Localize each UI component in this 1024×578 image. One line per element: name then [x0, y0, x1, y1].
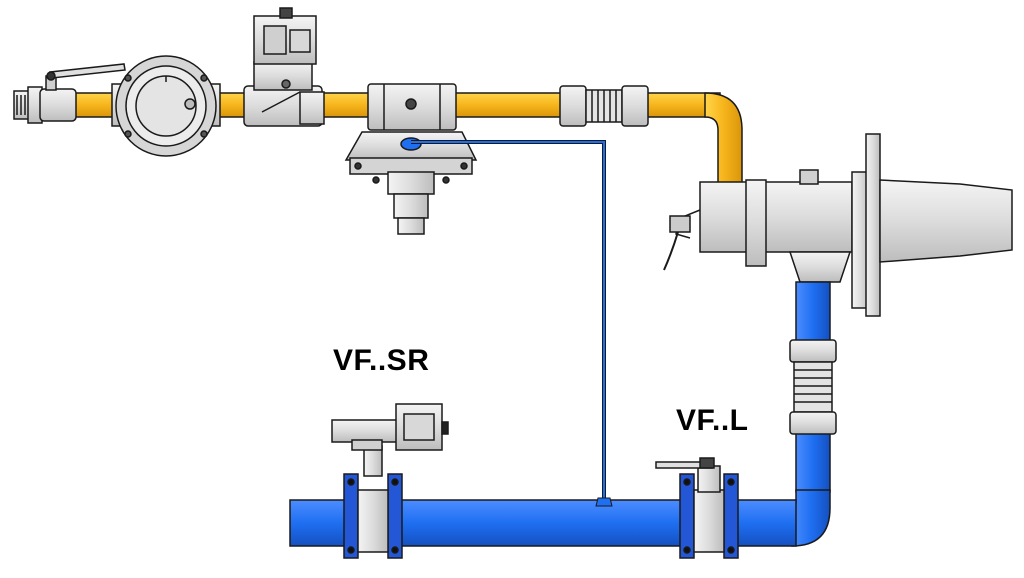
- vf-sr-valve: [331, 403, 449, 559]
- inlet-fitting: [13, 86, 43, 124]
- gas-filter: [111, 55, 221, 157]
- burner: [663, 133, 1013, 317]
- gas-union-bellows: [559, 85, 649, 127]
- pressure-regulator: [344, 83, 478, 235]
- impulse-line: [411, 140, 613, 507]
- ball-valve: [39, 63, 126, 122]
- vf-l-valve: [655, 457, 739, 559]
- air-union-bellows: [789, 339, 837, 435]
- vf-l-label: VF..L: [676, 404, 749, 437]
- vf-sr-label: VF..SR: [333, 344, 430, 377]
- solenoid-valve: [243, 7, 325, 127]
